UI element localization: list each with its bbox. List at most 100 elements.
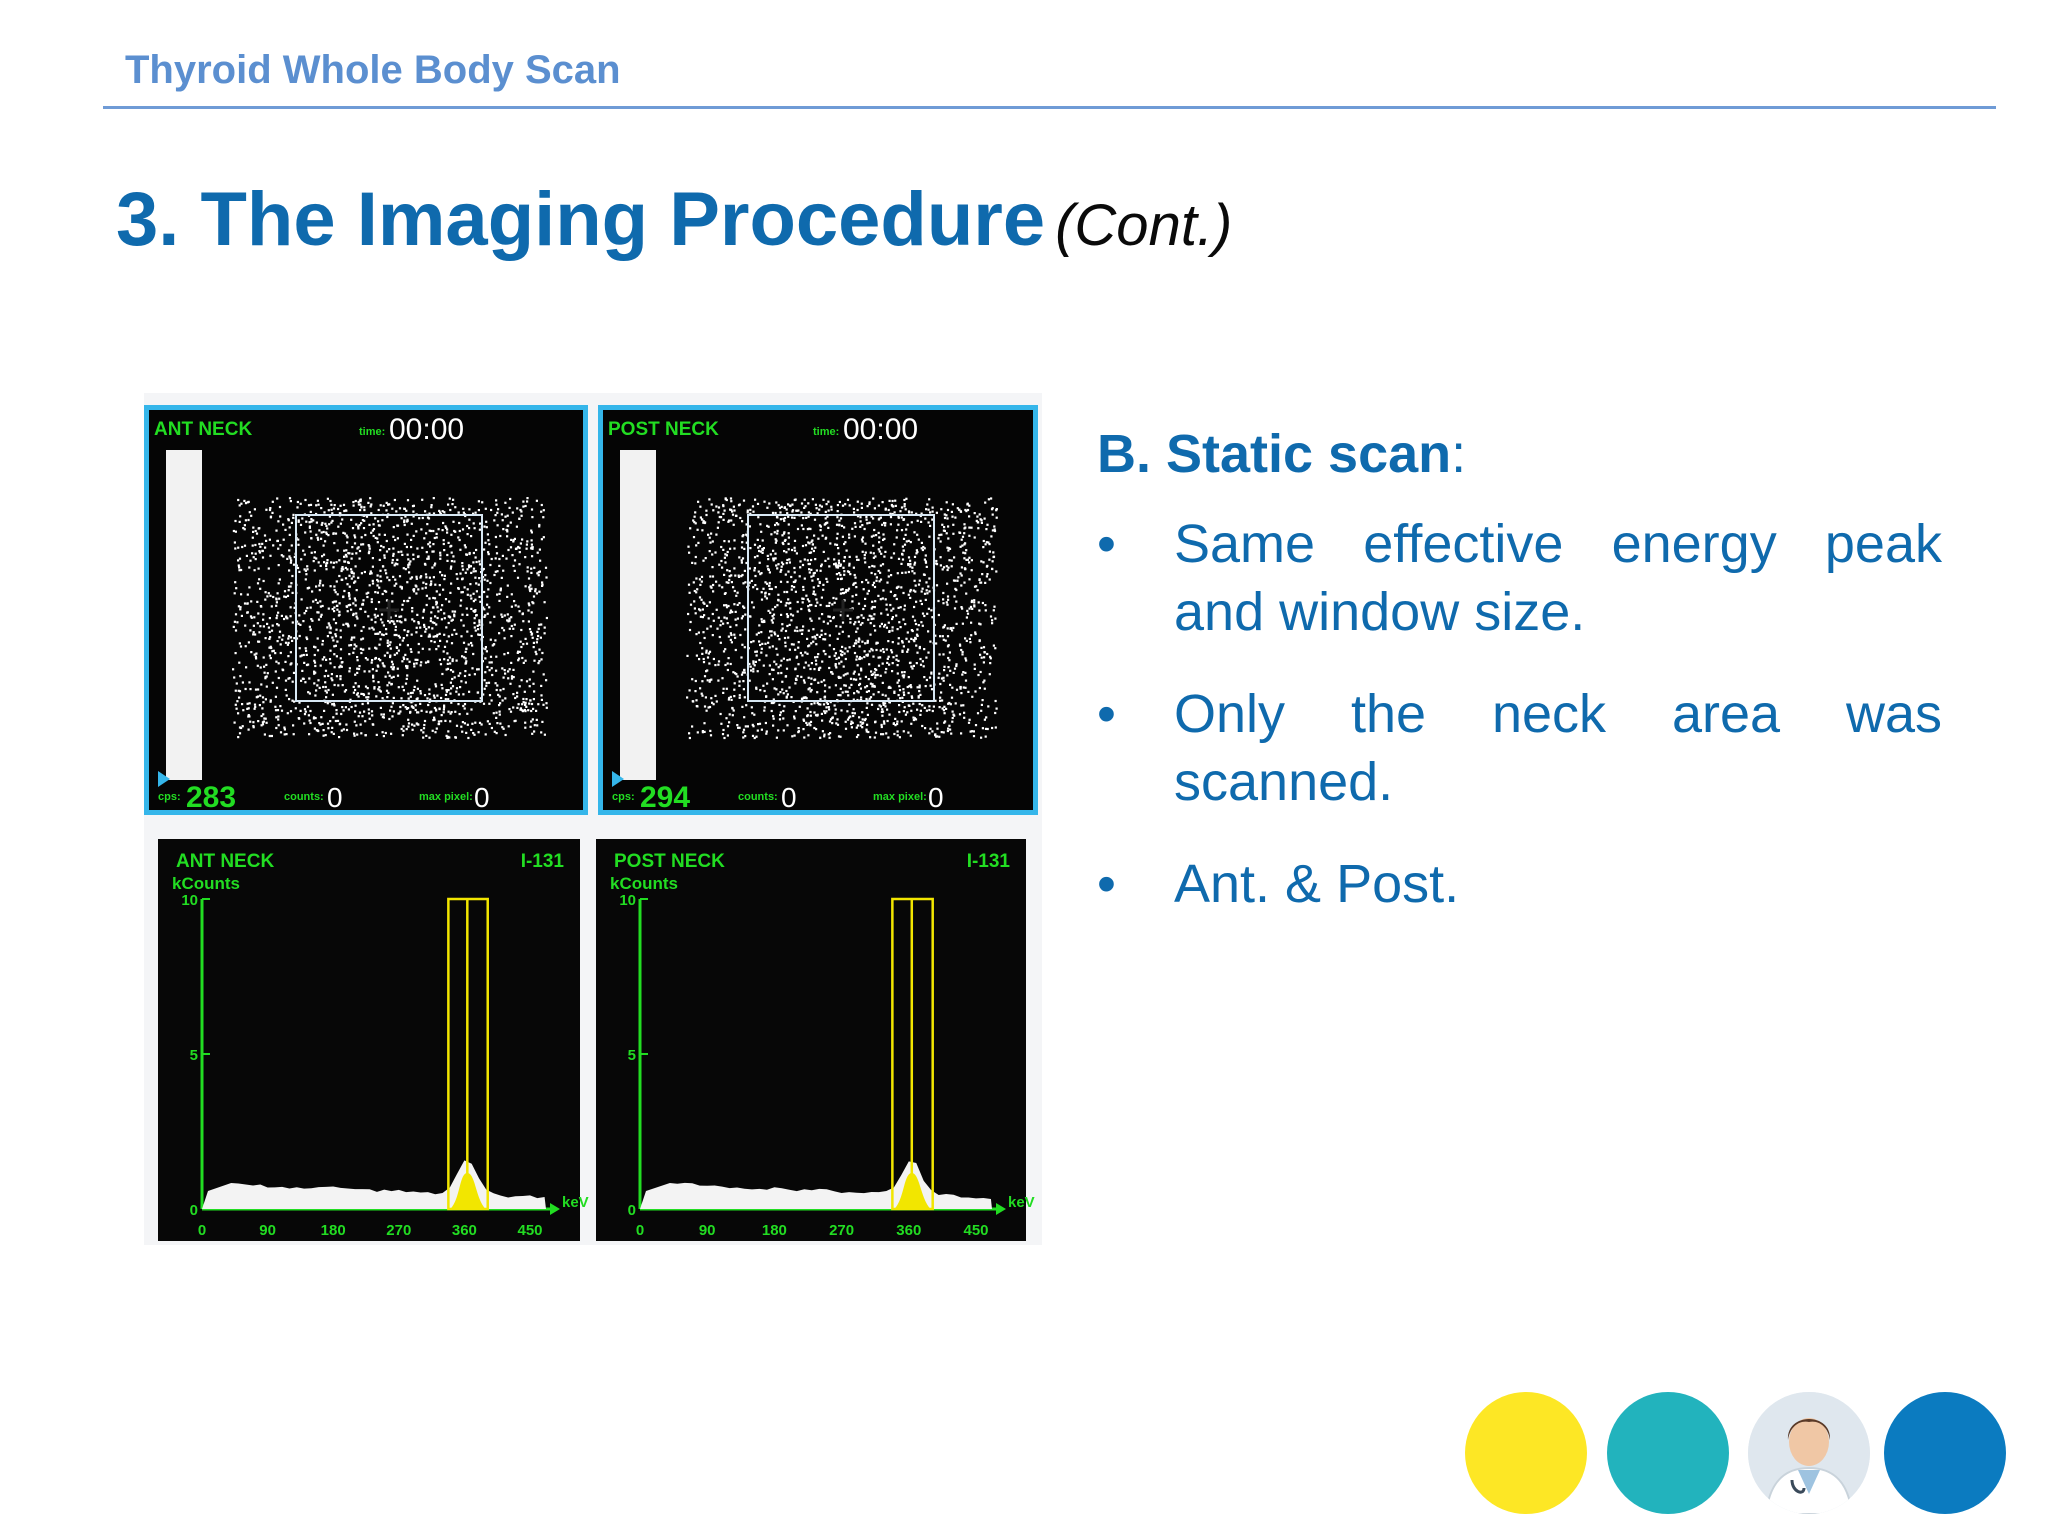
- scan-count-dot: [817, 537, 820, 540]
- scan-count-dot: [382, 735, 385, 738]
- scan-count-dot: [942, 591, 945, 595]
- scan-count-dot: [335, 561, 338, 564]
- scan-count-dot: [925, 656, 928, 659]
- scan-count-dot: [310, 520, 313, 523]
- bullet-item: • Only the neck area was scanned.: [1097, 680, 1942, 816]
- scan-count-dot: [388, 621, 391, 624]
- scan-count-dot: [709, 585, 712, 588]
- scan-count-dot: [731, 513, 735, 516]
- scan-count-dot: [409, 560, 412, 563]
- scan-count-dot: [875, 576, 878, 579]
- scan-count-dot: [982, 646, 986, 649]
- scan-count-dot: [241, 703, 244, 706]
- scan-count-dot: [356, 659, 359, 662]
- scan-count-dot: [478, 623, 481, 626]
- scan-count-dot: [360, 732, 363, 735]
- scan-count-dot: [439, 511, 442, 514]
- scan-count-dot: [897, 637, 900, 640]
- scan-count-dot: [316, 649, 320, 652]
- scan-count-dot: [545, 702, 548, 705]
- scan-count-dot: [292, 671, 296, 674]
- scan-count-dot: [763, 620, 766, 623]
- scan-count-dot: [913, 605, 916, 609]
- scan-count-dot: [340, 569, 343, 573]
- scan-count-dot: [288, 526, 291, 529]
- scan-count-dot: [407, 697, 410, 700]
- scan-count-dot: [729, 695, 732, 698]
- scan-count-dot: [835, 597, 838, 600]
- scan-count-dot: [396, 558, 399, 561]
- scan-count-dot: [726, 725, 730, 728]
- scan-count-dot: [943, 721, 946, 724]
- scan-count-dot: [500, 613, 503, 616]
- scan-count-dot: [817, 584, 820, 587]
- scan-count-dot: [797, 509, 800, 512]
- scan-count-dot: [446, 667, 450, 670]
- scan-count-dot: [274, 709, 278, 712]
- scan-count-dot: [771, 668, 774, 671]
- scan-count-dot: [702, 559, 705, 562]
- scan-count-dot: [381, 565, 385, 568]
- scan-count-dot: [725, 554, 728, 557]
- scan-count-dot: [733, 589, 736, 593]
- scan-count-dot: [530, 531, 533, 534]
- scan-count-dot: [697, 500, 700, 503]
- scan-count-dot: [390, 683, 393, 686]
- scan-count-dot: [531, 555, 534, 558]
- scan-count-dot: [733, 509, 736, 512]
- scan-count-dot: [902, 518, 906, 521]
- scan-count-dot: [510, 661, 513, 664]
- scan-count-dot: [931, 616, 934, 619]
- scan-count-dot: [309, 530, 312, 533]
- scan-count-dot: [415, 722, 418, 725]
- scan-count-dot: [820, 563, 823, 566]
- scan-count-dot: [923, 592, 927, 595]
- scan-count-dot: [510, 677, 514, 680]
- scan-count-dot: [387, 671, 390, 674]
- scan-count-dot: [240, 593, 243, 596]
- scan-count-dot: [870, 607, 873, 610]
- scan-count-dot: [252, 721, 255, 724]
- image-panel: [603, 410, 1033, 810]
- scan-count-dot: [877, 569, 880, 573]
- scan-count-dot: [353, 581, 356, 584]
- scan-count-dot: [407, 722, 411, 725]
- scan-count-dot: [844, 591, 847, 594]
- scan-count-dot: [733, 695, 736, 698]
- slide-title-text: 3. The Imaging Procedure: [116, 177, 1046, 262]
- scan-count-dot: [393, 622, 396, 625]
- scan-count-dot: [872, 552, 875, 555]
- scan-count-dot: [724, 648, 727, 651]
- scan-count-dot: [285, 733, 288, 736]
- scan-count-dot: [860, 667, 863, 670]
- scan-count-dot: [879, 516, 882, 519]
- scan-count-dot: [449, 692, 452, 695]
- scan-count-dot: [494, 514, 497, 517]
- scan-count-dot: [425, 710, 428, 713]
- scan-count-dot: [419, 692, 422, 695]
- scan-count-dot: [714, 694, 717, 697]
- scan-count-dot: [826, 580, 829, 583]
- scan-count-dot: [274, 670, 277, 673]
- scan-count-dot: [268, 630, 271, 634]
- scan-count-dot: [313, 727, 316, 730]
- scan-count-dot: [754, 584, 757, 587]
- scan-count-dot: [717, 511, 720, 514]
- scan-count-dot: [966, 503, 969, 506]
- scan-count-dot: [486, 720, 489, 723]
- scan-count-dot: [461, 562, 464, 565]
- scan-count-dot: [850, 720, 853, 723]
- scan-count-dot: [379, 569, 382, 572]
- scan-count-dot: [415, 631, 418, 634]
- scan-count-dot: [834, 564, 838, 567]
- scan-count-dot: [267, 567, 270, 570]
- scan-count-dot: [406, 533, 409, 536]
- y-tick-label: 5: [628, 1047, 636, 1064]
- scan-count-dot: [533, 730, 536, 733]
- scan-count-dot: [913, 563, 916, 566]
- scan-count-dot: [942, 566, 946, 569]
- scan-count-dot: [414, 584, 417, 587]
- scan-count-dot: [382, 546, 385, 549]
- scan-count-dot: [432, 635, 435, 638]
- scan-count-dot: [481, 501, 484, 504]
